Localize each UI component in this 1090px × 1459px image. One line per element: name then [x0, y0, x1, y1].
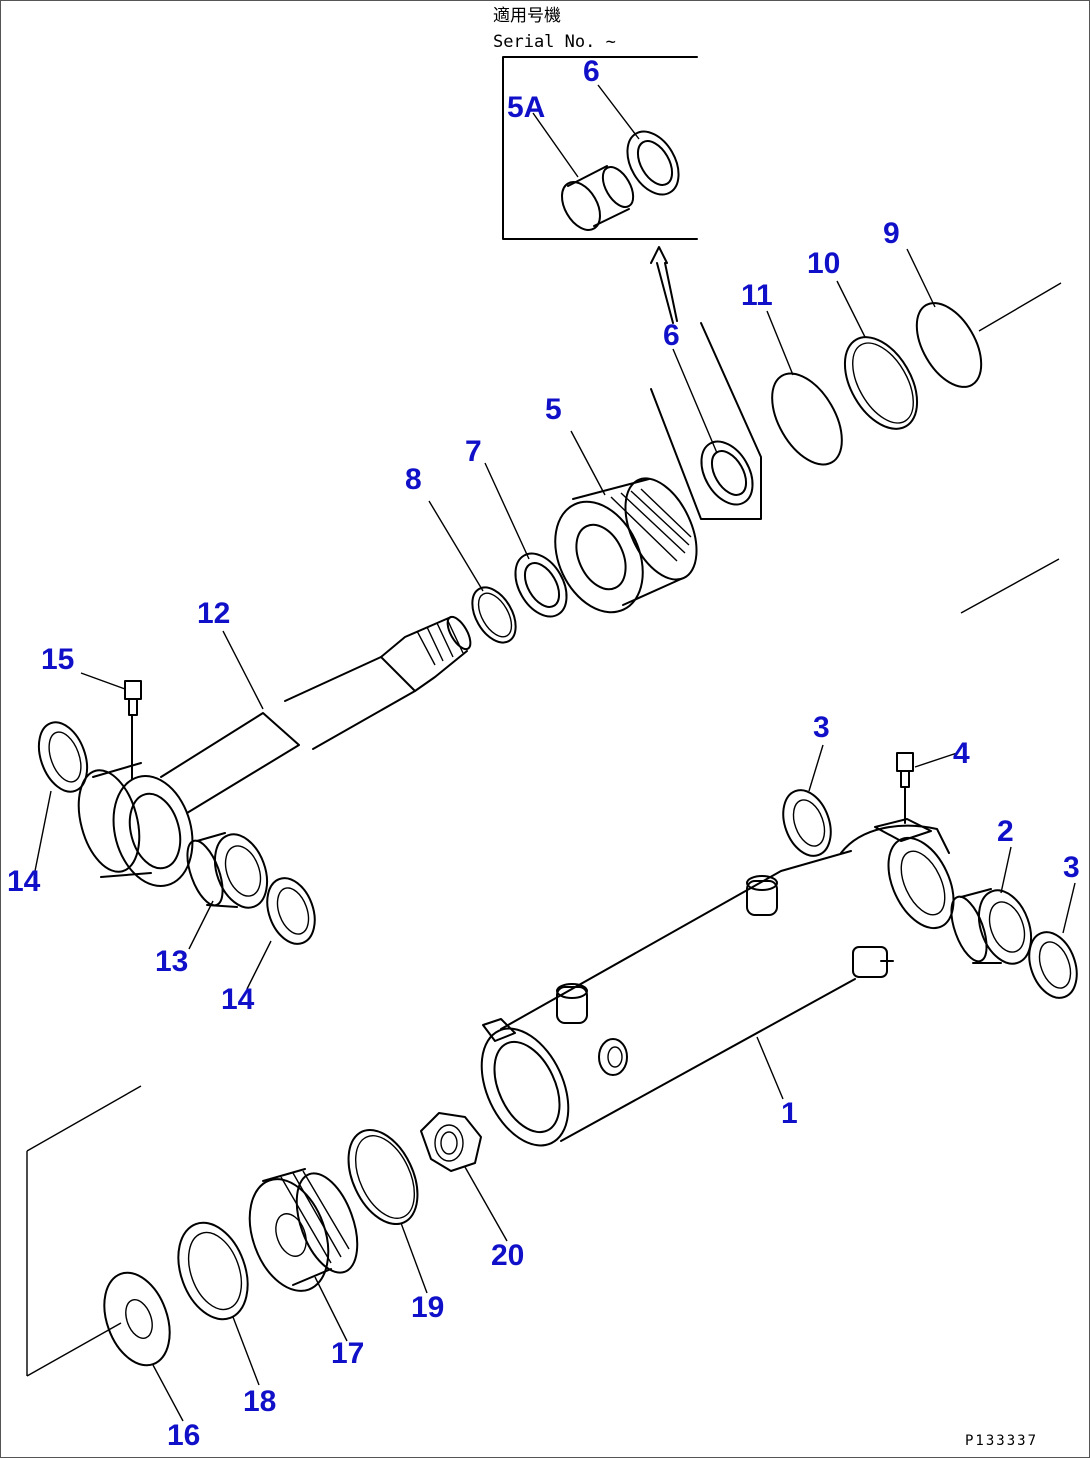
callout-9: 9: [883, 217, 900, 250]
callout-5a: 5A: [507, 91, 545, 124]
callout-14-right: 14: [221, 983, 255, 1016]
serial-no-label: Serial No. ~: [493, 32, 616, 52]
o-ring-9: [915, 302, 983, 388]
callout-18: 18: [243, 1385, 276, 1418]
bushing-13: [186, 832, 269, 909]
nut-20: [420, 1112, 482, 1172]
callout-11: 11: [741, 279, 773, 312]
guide-lines-lower: [26, 1085, 142, 1377]
cylinder-head-17: [248, 1168, 359, 1292]
drawing-code: P133337: [965, 1433, 1038, 1449]
piston-5: [554, 477, 698, 614]
applicable-serial-label: 適用号機: [493, 6, 561, 26]
callout-6-inset: 6: [583, 55, 600, 88]
callout-15: 15: [41, 643, 74, 676]
callout-12: 12: [197, 597, 230, 630]
callout-13: 13: [155, 945, 188, 978]
inset-box: [502, 56, 698, 240]
callout-6: 6: [663, 319, 680, 352]
cylinder-tube-1: [480, 818, 955, 1147]
callout-14-left: 14: [7, 865, 41, 898]
ring-7: [514, 552, 568, 618]
callout-20: 20: [491, 1239, 524, 1272]
ring-8: [471, 586, 517, 644]
callout-2: 2: [997, 815, 1014, 848]
leader-lines: [34, 248, 1076, 1422]
seal-18: [177, 1221, 249, 1321]
callout-3-top: 3: [813, 711, 830, 744]
grease-fitting-15: [124, 680, 142, 780]
o-ring-10: [843, 336, 919, 430]
washer-16: [103, 1271, 171, 1367]
dust-seal-3-top: [782, 789, 832, 857]
callout-1: 1: [781, 1097, 798, 1130]
callout-10: 10: [807, 247, 840, 280]
guide-lines-upper: [960, 282, 1062, 614]
o-ring-19: [347, 1128, 419, 1226]
callout-16: 16: [167, 1419, 200, 1452]
dust-seal-14-right: [266, 877, 316, 945]
inset-arrow: [650, 246, 678, 324]
grease-fitting-4: [896, 752, 914, 824]
dust-seal-14-left: [37, 721, 89, 793]
callout-8: 8: [405, 463, 422, 496]
bushing-2: [950, 888, 1033, 965]
callout-5: 5: [545, 393, 562, 426]
callout-4: 4: [953, 737, 970, 770]
callout-7: 7: [465, 435, 482, 468]
callout-19: 19: [411, 1291, 444, 1324]
callout-17: 17: [331, 1337, 364, 1370]
callout-3-right: 3: [1063, 851, 1080, 884]
dust-seal-3-right: [1028, 931, 1078, 999]
o-ring-11: [771, 372, 843, 466]
piston-rod-12: [77, 615, 472, 887]
